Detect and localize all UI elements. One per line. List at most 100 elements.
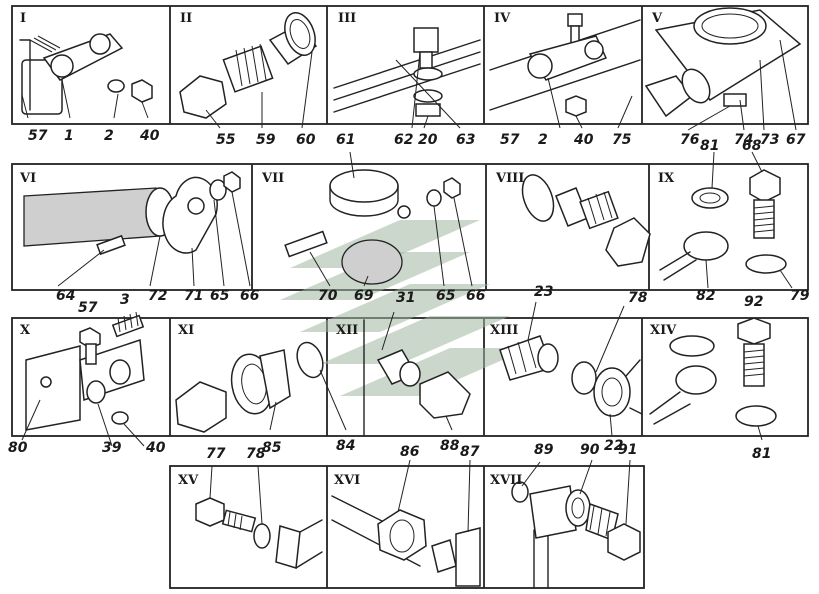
- panel-XI-labels: 85: [262, 440, 282, 456]
- panel-IV: [489, 13, 641, 129]
- panel-III-roman: III: [338, 11, 356, 26]
- panel-IX-roman: IX: [658, 171, 675, 186]
- label-92: 92: [744, 294, 763, 310]
- label-70: 70: [318, 288, 338, 304]
- panel-III-labels: 62 20 63: [394, 132, 475, 148]
- panel-VII-roman: VII: [261, 171, 284, 186]
- label-69: 69: [354, 288, 374, 304]
- label-2b: 2: [538, 132, 548, 148]
- label-72: 72: [148, 288, 167, 304]
- label-65b: 65: [436, 288, 456, 304]
- label-63: 63: [456, 132, 475, 148]
- label-75: 75: [612, 132, 632, 148]
- label-1: 1: [64, 128, 74, 144]
- panel-XII: [319, 311, 471, 437]
- label-59: 59: [256, 132, 276, 148]
- panel-XIII: [499, 301, 643, 437]
- panel-V-roman: V: [651, 11, 663, 26]
- panel-XV-roman: XV: [178, 473, 199, 488]
- panel-XII-labels: 31 84 88: [336, 290, 460, 454]
- label-66: 66: [240, 288, 260, 304]
- label-80: 80: [8, 440, 28, 456]
- panel-XIV-labels: 92 81: [744, 294, 771, 462]
- label-74: 74: [734, 132, 753, 148]
- panel-I-roman: I: [20, 11, 26, 26]
- label-81: 81: [700, 138, 719, 154]
- panel-XI-roman: XI: [178, 323, 194, 338]
- label-40: 40: [139, 128, 160, 144]
- panel-XVI-labels: 86 87: [400, 444, 480, 460]
- label-84: 84: [336, 438, 355, 454]
- label-71: 71: [184, 288, 203, 304]
- panel-X: [21, 311, 145, 447]
- panel-XV-labels: 77 78: [206, 446, 266, 462]
- label-90: 90: [580, 442, 600, 458]
- panel-V-labels: 76 74 73 67: [680, 132, 806, 148]
- panel-II: [179, 12, 318, 129]
- label-55: 55: [216, 132, 236, 148]
- label-66b: 66: [466, 288, 486, 304]
- panel-IX-labels: 81 68 82 79: [696, 138, 810, 304]
- panel-XII-roman: XII: [336, 323, 358, 338]
- panel-IV-roman: IV: [494, 11, 511, 26]
- panel-I-labels: 57 1 2 40: [28, 128, 160, 144]
- panel-X-roman: X: [20, 323, 31, 338]
- label-77: 77: [206, 446, 226, 462]
- panel-XIII-roman: XIII: [490, 323, 518, 338]
- label-2: 2: [104, 128, 114, 144]
- label-65: 65: [210, 288, 230, 304]
- label-78b: 78: [246, 446, 266, 462]
- label-62: 62: [394, 132, 413, 148]
- panel-VI-roman: VI: [19, 171, 36, 186]
- label-40c: 40: [145, 440, 166, 456]
- panel-IX: [659, 151, 793, 289]
- panel-VII: [284, 151, 473, 287]
- panel-XIII-labels: 23 78 22: [534, 284, 648, 454]
- panel-II-roman: II: [180, 11, 192, 26]
- panel-XVII: [511, 459, 641, 589]
- label-57: 57: [28, 128, 48, 144]
- label-88: 88: [440, 438, 460, 454]
- panel-XI: [175, 341, 324, 433]
- label-87: 87: [460, 444, 480, 460]
- label-91: 91: [618, 442, 637, 458]
- panel-V: [644, 7, 802, 131]
- label-39: 39: [102, 440, 122, 456]
- label-40b: 40: [573, 132, 594, 148]
- panel-XV: [195, 465, 323, 569]
- label-22: 22: [604, 438, 623, 454]
- panel-VIII: [521, 174, 651, 267]
- panel-XIV: [649, 317, 777, 441]
- label-85: 85: [262, 440, 282, 456]
- label-81b: 81: [752, 446, 771, 462]
- label-3: 3: [120, 292, 130, 308]
- label-67: 67: [786, 132, 806, 148]
- label-82: 82: [696, 288, 715, 304]
- label-73: 73: [760, 132, 779, 148]
- panel-II-labels: 55 59 60: [216, 132, 316, 148]
- label-68: 68: [742, 138, 762, 154]
- row-4-frame: [169, 465, 645, 589]
- panel-VIII-roman: VIII: [495, 171, 524, 186]
- label-60: 60: [296, 132, 316, 148]
- panel-VI-labels: 64 72 71 65 66: [56, 288, 260, 304]
- panel-XIV-roman: XIV: [650, 323, 677, 338]
- label-86: 86: [400, 444, 420, 460]
- panel-XVII-labels: 89 90 91: [534, 442, 637, 458]
- label-20: 20: [418, 132, 438, 148]
- label-76: 76: [680, 132, 700, 148]
- label-89: 89: [534, 442, 554, 458]
- panel-VI: [23, 171, 251, 287]
- panel-I: [19, 33, 153, 119]
- panel-IV-labels: 57 2 40 75: [500, 132, 632, 148]
- label-79: 79: [790, 288, 810, 304]
- panel-XVI: [331, 459, 481, 587]
- label-57b: 57: [500, 132, 520, 148]
- label-78: 78: [628, 290, 648, 306]
- label-23: 23: [534, 284, 553, 300]
- panel-XVII-roman: XVII: [490, 473, 522, 488]
- panel-X-labels: 57 3 80 39 40: [8, 292, 166, 456]
- label-64: 64: [56, 288, 75, 304]
- panel-VII-labels: 61 70 69 65 66: [318, 132, 486, 304]
